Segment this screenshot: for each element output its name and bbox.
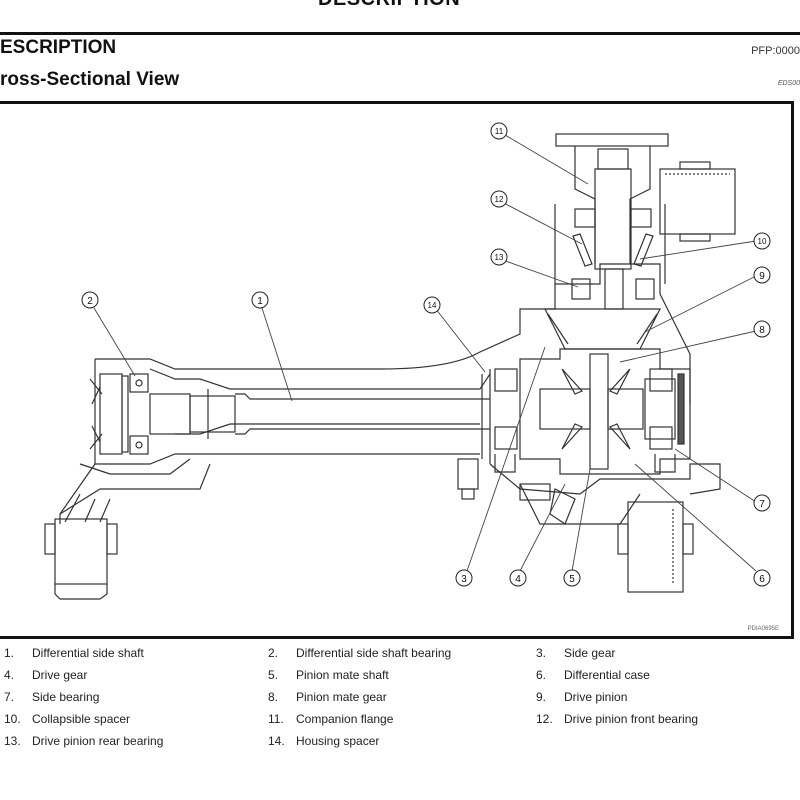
upper-mount [659, 161, 736, 242]
section-title: ESCRIPTION [0, 37, 117, 58]
callout-11: 11 [490, 122, 508, 140]
svg-text:2: 2 [87, 296, 93, 307]
legend-item: 6.Differential case [536, 668, 650, 682]
svg-text:14: 14 [428, 301, 437, 310]
callout-1: 1 [251, 291, 269, 309]
legend-item: 12.Drive pinion front bearing [536, 712, 699, 726]
subsection-code: EDS00 [777, 80, 800, 87]
callout-3: 3 [455, 569, 473, 587]
legend-item: 2.Differential side shaft bearing [268, 646, 452, 660]
svg-text:4: 4 [515, 574, 521, 585]
svg-text:5: 5 [569, 574, 575, 585]
legend-item: 3.Side gear [536, 646, 616, 660]
differential-diagram [44, 131, 757, 600]
callout-12: 12 [490, 190, 508, 208]
cross-section-figure: 2 1 14 11 12 13 10 9 8 7 6 3 4 5 PDIA069… [0, 101, 794, 639]
svg-text:10: 10 [758, 237, 767, 246]
lower-mount [617, 501, 694, 593]
figure-id: PDIA0695E [747, 626, 779, 632]
legend-item: 7.Side bearing [4, 690, 100, 704]
legend-item: 4.Drive gear [4, 668, 88, 682]
callout-7: 7 [753, 494, 771, 512]
header-rule [0, 32, 800, 35]
svg-text:7: 7 [759, 499, 765, 510]
callout-14: 14 [423, 296, 441, 314]
svg-text:8: 8 [759, 325, 765, 336]
svg-text:1: 1 [257, 296, 263, 307]
legend-item: 11.Companion flange [268, 712, 394, 726]
svg-text:12: 12 [495, 195, 504, 204]
callout-layer: 2 1 14 11 12 13 10 9 8 7 6 3 4 5 [81, 122, 771, 587]
callout-4: 4 [509, 569, 527, 587]
callout-6: 6 [753, 569, 771, 587]
legend-item: 8.Pinion mate gear [268, 690, 387, 704]
callout-13: 13 [490, 248, 508, 266]
legend-item: 14.Housing spacer [268, 734, 380, 748]
callout-8: 8 [753, 320, 771, 338]
callout-2: 2 [81, 291, 99, 309]
legend-item: 1.Differential side shaft [4, 646, 144, 660]
left-mount [44, 463, 211, 600]
subsection-title: ross-Sectional View [0, 69, 180, 90]
leader-lines [93, 131, 757, 572]
svg-text:11: 11 [495, 127, 504, 136]
page-header-title: DESCRIPTION [318, 0, 460, 11]
pinion-bearings [554, 204, 666, 300]
side-shaft [149, 389, 490, 439]
legend-item: 5.Pinion mate shaft [268, 668, 389, 682]
callout-5: 5 [563, 569, 581, 587]
legend-item: 10.Collapsible spacer [4, 712, 131, 726]
section-code: PFP:0000 [751, 45, 800, 57]
svg-text:13: 13 [495, 253, 504, 262]
svg-text:6: 6 [759, 574, 765, 585]
svg-text:3: 3 [461, 574, 467, 585]
legend-item: 9.Drive pinion [536, 690, 628, 704]
left-flange [89, 373, 149, 455]
svg-text:9: 9 [759, 271, 765, 282]
legend-item: 13.Drive pinion rear bearing [4, 734, 164, 748]
callout-9: 9 [753, 266, 771, 284]
callout-10: 10 [753, 232, 771, 250]
